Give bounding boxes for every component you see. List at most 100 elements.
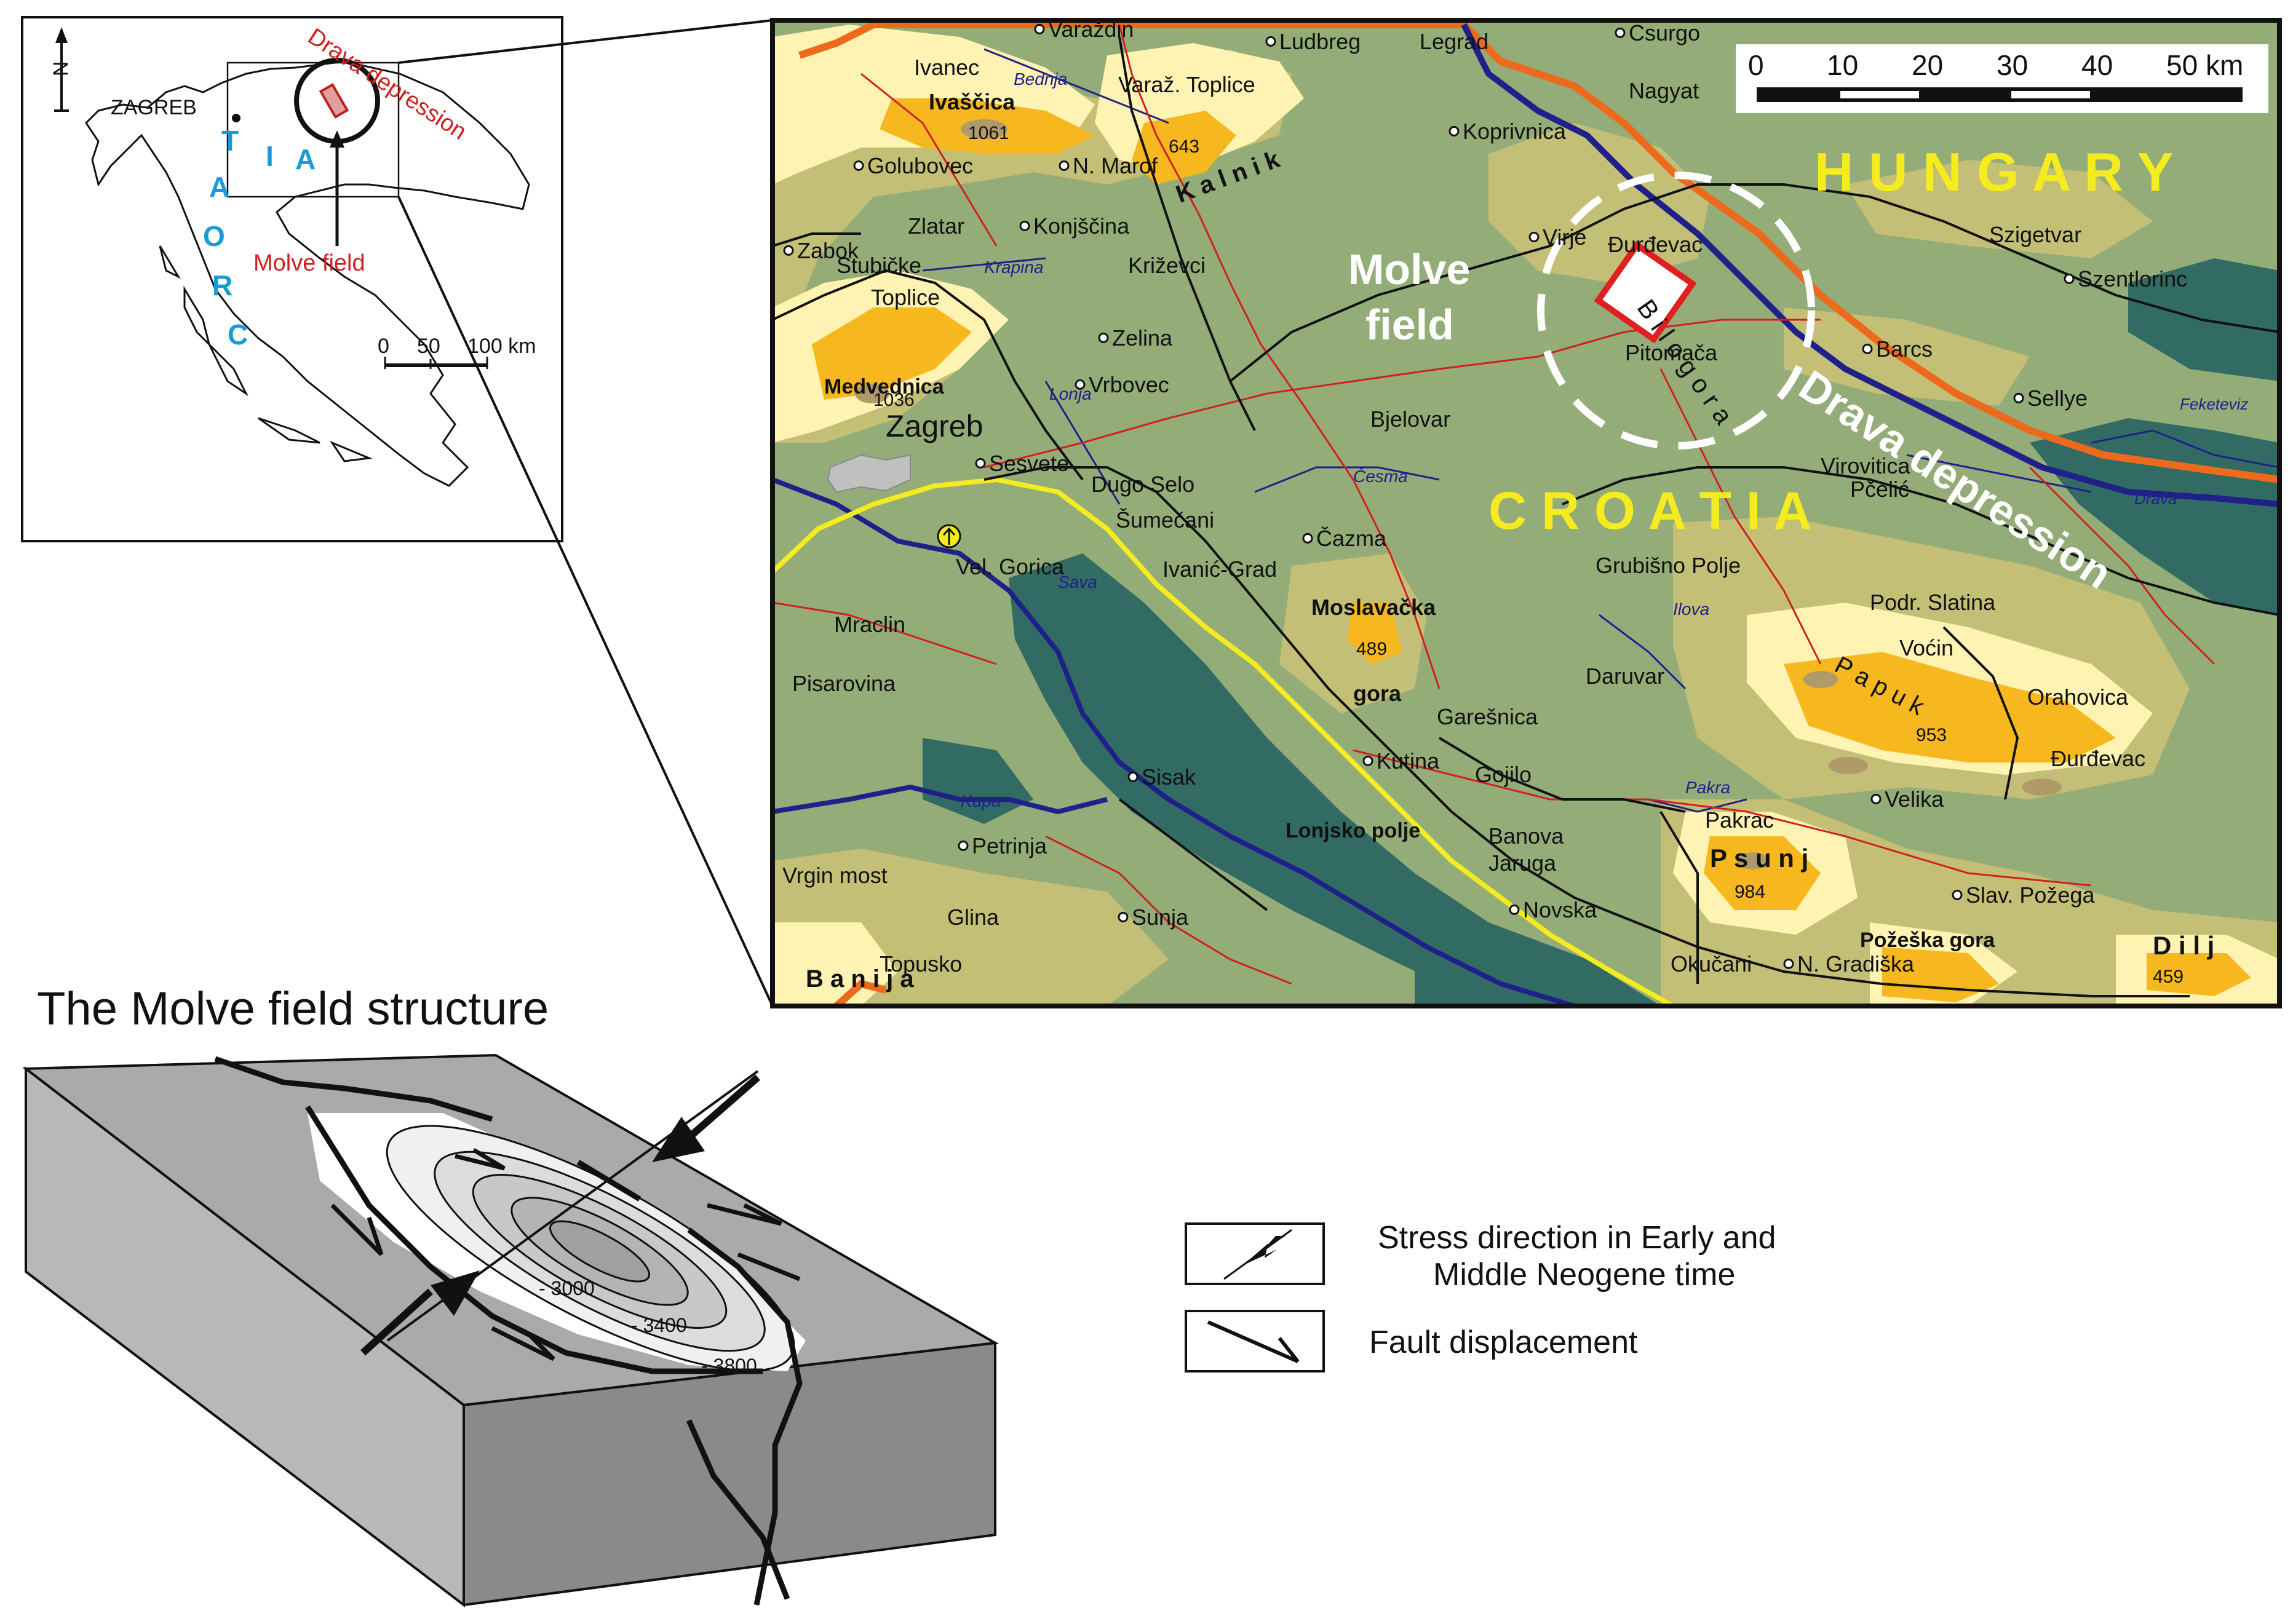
zagreb-label: ZAGREB [111,96,197,119]
town-dot [1615,27,1626,38]
island-5 [159,245,181,279]
elevation-label: 643 [1169,137,1199,157]
town-label: Nagyat [1629,78,1699,103]
country-letter: O [203,220,225,252]
town-label: Lonjsko polje [1286,819,1420,842]
island-1 [183,285,211,347]
main-scale-tick: 0 [1748,49,1764,81]
legend-stress-line-2: Middle Neogene time [1433,1257,1735,1293]
town-label: Sesvete [989,451,1069,476]
town-label: Virovitica [1821,453,1910,478]
inset-map: ZAGREB N C R O A T I A Drava depression … [21,16,563,542]
main-scale-tick: 10 [1827,49,1858,81]
legend: Stress direction in Early and Middle Neo… [1185,1220,1776,1372]
north-label: N [49,61,73,76]
town-dot [1449,125,1460,137]
town-dot [1862,343,1873,354]
motorway [773,477,1674,1006]
town-label: Ilova [1673,600,1709,619]
town-label: Sellye [2027,386,2088,411]
town-dot [1075,379,1086,390]
legend-stress-line-1: Stress direction in Early and [1378,1220,1776,1256]
town-label: Česma [1353,467,1408,486]
town-dot [1019,220,1030,231]
town-label: Feketeviz [2180,395,2248,413]
stress-arrow-lower [360,1288,434,1356]
elevation-label: 1036 [873,390,915,410]
town-label: Dugo Selo [1091,472,1194,497]
town-label: Szentlorinc [2078,266,2187,291]
town-label: Zelina [1112,325,1173,351]
town-label: Glina [947,905,999,930]
inset-country-label: C R O A T I A [203,125,316,351]
connector-lines [397,19,774,1007]
town-label: Đurđevac [2051,746,2145,771]
stress-arrow-upper-head [652,1117,705,1162]
elevation-label: 459 [2153,967,2184,987]
summit-zones [855,119,2062,869]
inset-field-rect [319,82,349,119]
country-letter: C [228,319,248,351]
hungary-label: H U N G A R Y [1814,141,2173,202]
country-letter: R [212,269,232,301]
town-label: Drava [2134,489,2177,508]
molve-field-circle [1537,172,1815,450]
town-dot [2013,392,2024,403]
town-dot [1528,231,1540,242]
town-label: Golubovec [867,153,973,178]
main-map-frame [770,18,2282,1008]
legend-fault-text: Fault displacement [1369,1325,1638,1360]
town-dot [1118,911,1129,922]
town-label: Topusko [880,951,962,976]
town-label: Varaž. Toplice [1118,72,1255,97]
contour-label: - 3000 [539,1277,595,1299]
town-label: Ivaščica [929,89,1015,114]
country-letter: A [209,171,229,203]
north-arrow: N [49,27,73,112]
town-label: Podr. Slatina [1870,590,1996,615]
town-label: Lonja [1049,384,1092,403]
town-label: Pitomača [1625,340,1718,365]
town-label: Vel. Gorica [956,554,1065,579]
town-label: Pakra [1685,778,1730,797]
town-label: Križevci [1128,253,1206,278]
town-label: Banova [1488,823,1564,849]
town-label: Mraclin [834,612,905,637]
town-label: Konjščina [1033,213,1130,239]
town-label: Koprivnica [1463,119,1567,144]
town-dot [1870,793,1882,804]
town-label: Moslavačka [1311,595,1436,620]
banija-label: B a n i j a [806,965,914,992]
town-dot [975,457,986,469]
town-label: Szigetvar [1989,222,2081,247]
country-letter: A [295,143,316,175]
inset-focus-rect [226,61,400,198]
psunj-label: P s u n j [1710,844,1808,873]
zagreb-urban [827,454,911,493]
fault-displacement-arrows [330,1147,801,1361]
town-label: Gojilo [1475,762,1532,787]
molve-field-label-1: Molve [1348,245,1470,293]
main-scale-tick: 30 [1997,49,2028,81]
town-label: Slav. Požega [1966,882,2095,908]
national-border [798,21,2279,483]
main-scale-tick: 20 [1912,49,1943,81]
town-label: Jaruga [1488,850,1557,876]
inset-field-label: Molve field [253,250,365,276]
town-label: Ludbreg [1279,29,1361,54]
town-label: Barcs [1876,336,1933,362]
town-label: Zagreb [886,409,983,443]
molve-field-rect [1594,240,1697,344]
kupa-river [773,784,1108,815]
town-label: Šumečani [1116,507,1214,533]
town-label: Garešnica [1437,704,1538,729]
block-left [25,1066,465,1608]
inset-arrow-head [330,130,344,148]
town-label: Pčelić [1850,477,1909,502]
croatia-label: C R O A T I A [1488,481,1812,541]
town-label: Medvednica [824,375,945,398]
town-label: Vrbovec [1089,372,1169,397]
